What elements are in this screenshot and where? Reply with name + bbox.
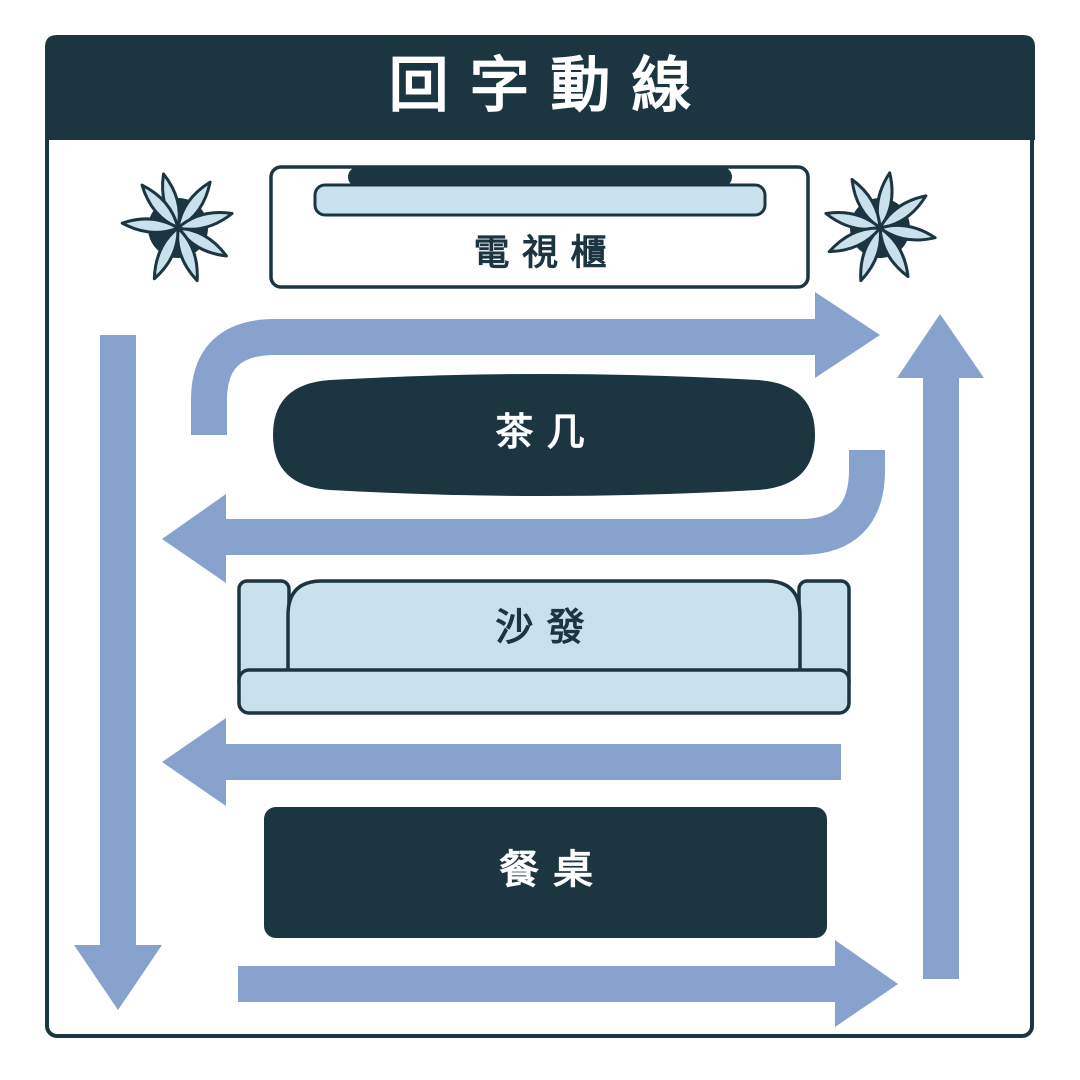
tv-cabinet: 電 視 櫃 — [269, 165, 810, 289]
coffee-table: 茶 几 — [273, 374, 815, 496]
sofa-label: 沙 發 — [495, 605, 584, 649]
arrow-left-down — [74, 335, 162, 1010]
tv-cabinet-label: 電 視 櫃 — [473, 233, 606, 274]
sofa-back — [286, 579, 802, 674]
page-title: 回 字 動 線 — [389, 51, 692, 121]
arrow-below-sofa-left — [162, 718, 841, 806]
tv-screen — [348, 167, 732, 187]
arrow-bottom-right — [238, 940, 898, 1027]
plant-icon — [120, 170, 236, 285]
dining-table: 餐 桌 — [264, 807, 827, 938]
sofa-seat — [237, 668, 851, 715]
title-bar — [45, 35, 1035, 140]
flow-arrows — [74, 292, 984, 1027]
tv-stand-bar — [313, 183, 767, 217]
sofa: 沙 發 — [237, 579, 851, 715]
arrow-middle-left — [162, 450, 885, 583]
arrow-top-right — [191, 292, 880, 435]
arrow-right-up — [897, 314, 984, 979]
plant-icon — [822, 170, 938, 285]
coffee-table-label: 茶 几 — [495, 410, 584, 454]
dining-table-label: 餐 桌 — [499, 847, 593, 893]
